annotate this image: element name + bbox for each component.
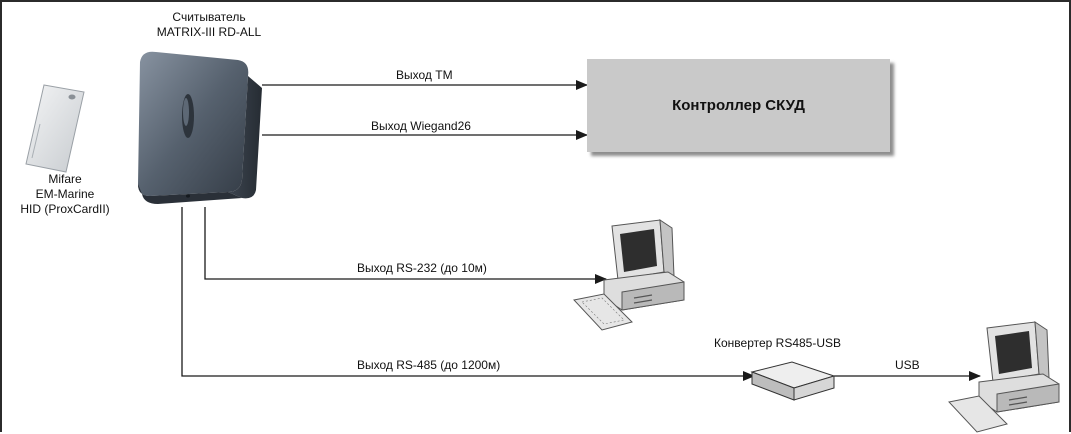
- computer-icon-usb: [948, 321, 1060, 433]
- card-type-mifare: Mifare: [48, 172, 82, 186]
- rs232-line: [204, 207, 607, 284]
- output-wiegand-label: Выход Wiegand26: [371, 119, 471, 133]
- output-rs485-label: Выход RS-485 (до 1200м): [357, 358, 501, 372]
- proximity-card-icon: [25, 84, 85, 173]
- card-reader-icon: [138, 51, 262, 204]
- rs485-line: [181, 207, 755, 381]
- card-type-hid: HID (ProxCardII): [20, 202, 110, 216]
- converter-label: Конвертер RS485-USB: [714, 336, 842, 350]
- output-tm-label: Выход TM: [396, 68, 453, 82]
- usb-label: USB: [895, 358, 920, 372]
- access-controller-box: Контроллер СКУД: [587, 59, 890, 152]
- access-controller-label: Контроллер СКУД: [672, 97, 805, 114]
- card-type-em-marine: EM-Marine: [35, 187, 95, 201]
- reader-model: MATRIX-III RD-ALL: [156, 25, 262, 39]
- computer-icon: [573, 219, 685, 331]
- reader-title: Считыватель: [172, 10, 246, 24]
- converter-device-icon: [750, 361, 836, 401]
- output-rs232-label: Выход RS-232 (до 10м): [357, 261, 487, 275]
